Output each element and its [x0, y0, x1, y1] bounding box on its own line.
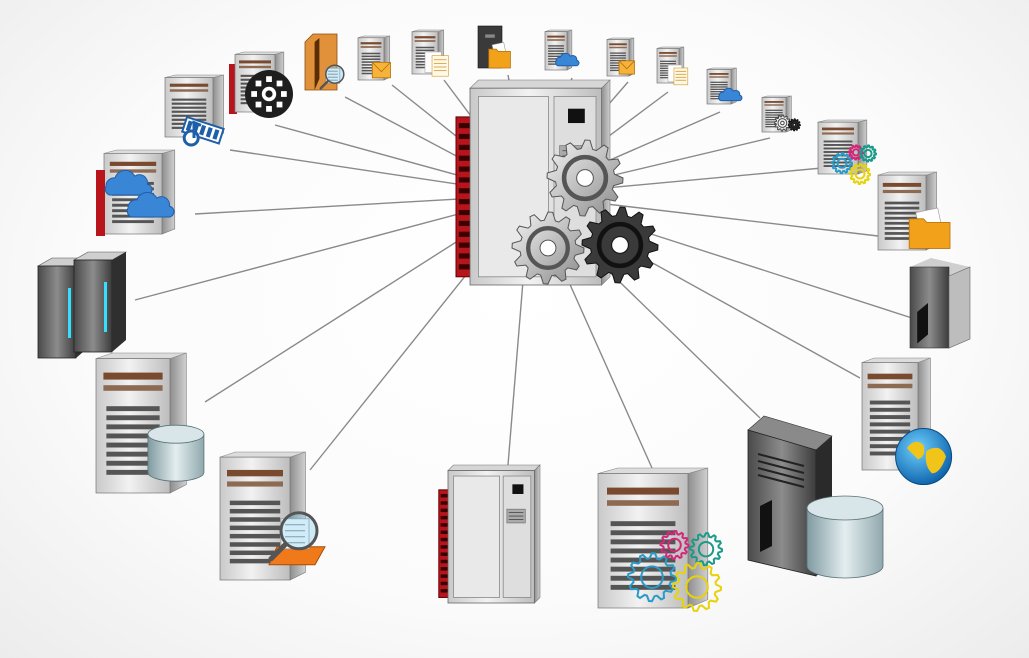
blade-servers-icon — [36, 251, 128, 359]
documents-icon — [667, 64, 689, 86]
gear-icon — [773, 114, 791, 132]
gear-icon — [659, 529, 690, 561]
tower-database-left — [95, 352, 205, 494]
tower-slim-right — [909, 258, 971, 349]
tower-gears-small — [761, 95, 801, 133]
central-mainframe — [455, 79, 659, 286]
mail-icon — [371, 62, 391, 79]
tower-docs-1 — [411, 29, 449, 77]
cloud-icon — [555, 52, 580, 67]
tower-mail-1 — [357, 35, 391, 81]
mail-icon — [618, 60, 635, 75]
tower-folder-top — [477, 25, 511, 69]
disc-icon — [245, 70, 293, 118]
search-icon — [319, 64, 345, 90]
gear-icon — [848, 162, 872, 186]
gear-icon — [671, 561, 723, 613]
tower-colored-gears-large — [597, 467, 724, 613]
tower-cloud-left — [96, 149, 176, 236]
tower-search-orange — [304, 33, 345, 91]
cloud-icon — [126, 191, 175, 218]
film-music-icon — [180, 115, 225, 147]
database-icon — [806, 495, 884, 579]
gear-icon — [688, 532, 724, 567]
search-icon — [268, 511, 326, 566]
cloud-icon — [718, 87, 743, 102]
gear-icon — [581, 206, 659, 284]
tower-docs-2 — [656, 46, 689, 86]
nodes — [36, 25, 971, 613]
tower-cloud-right — [706, 67, 743, 105]
tower-disc — [229, 51, 293, 118]
mainframe-small — [438, 464, 541, 604]
folder-icon — [488, 42, 511, 69]
folder-icon — [908, 207, 951, 249]
globe-icon — [895, 428, 953, 486]
cloud-icon — [104, 169, 153, 196]
documents-icon — [424, 51, 449, 77]
gear-icon — [830, 152, 854, 175]
desktop-database — [747, 415, 884, 579]
blade-servers — [36, 251, 128, 359]
tower-search-bottom — [219, 451, 326, 581]
tower-folder-right — [877, 171, 951, 251]
hub-mainframe — [455, 79, 659, 286]
gear-icon — [787, 118, 801, 132]
tower-cloud-top — [544, 29, 580, 71]
tower-film — [164, 74, 225, 147]
gear-icon — [626, 552, 678, 603]
database-icon — [147, 424, 205, 482]
gear-icon — [858, 144, 878, 163]
tower-colored-gears — [817, 119, 878, 186]
tower-mail-2 — [606, 37, 635, 77]
gear-icon — [511, 211, 585, 285]
tower-globe — [861, 357, 953, 486]
